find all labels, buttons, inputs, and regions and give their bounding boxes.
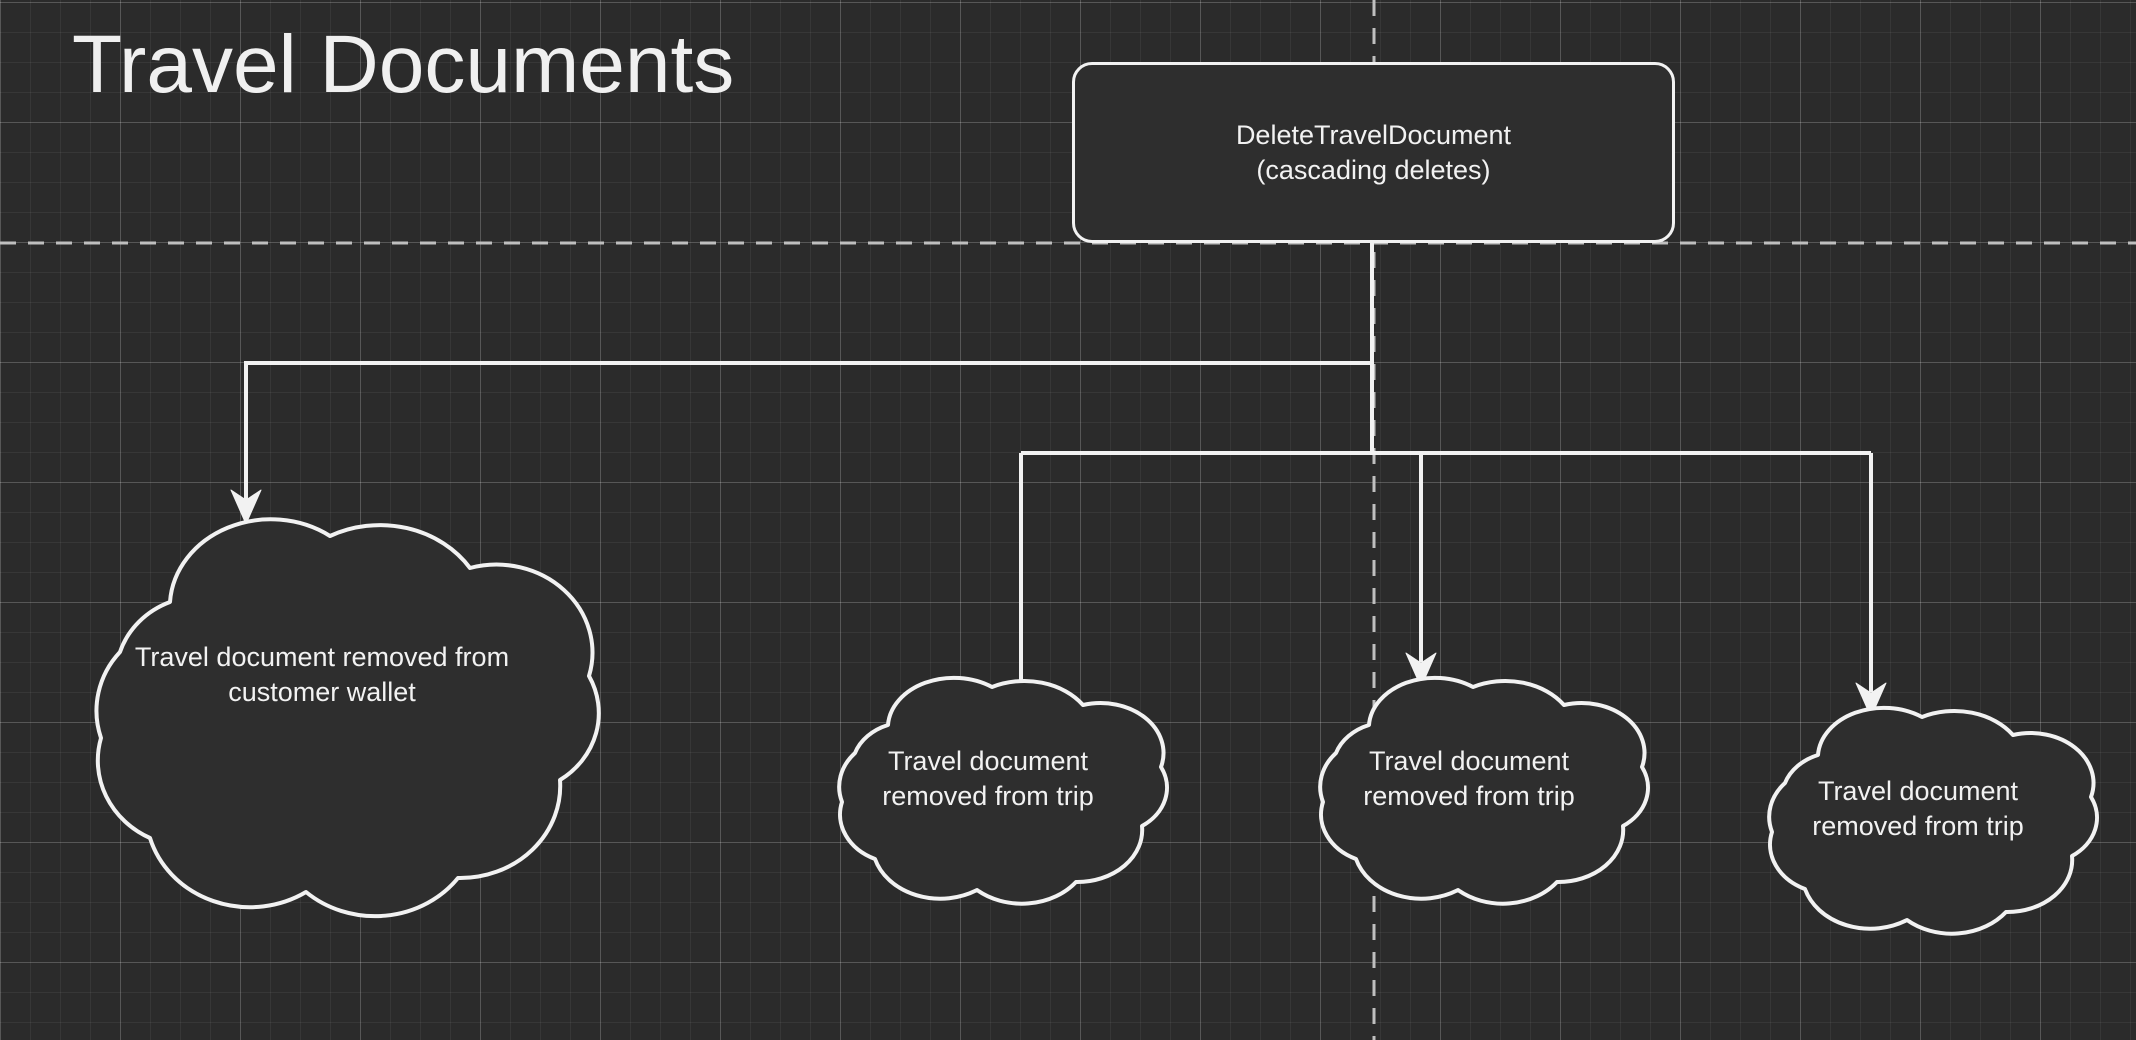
page-title: Travel Documents	[72, 19, 735, 110]
cloud-shape-layer	[94, 517, 2099, 936]
cloud-shape-trip-3[interactable]	[1767, 705, 2099, 936]
connector-layer	[244, 243, 1873, 700]
connector-root-to-customer-wallet[interactable]	[244, 361, 1372, 500]
node-delete-travel-document-label: DeleteTravelDocument (cascading deletes)	[1235, 119, 1512, 185]
cloud-shape-customer-wallet[interactable]	[94, 517, 601, 919]
cloud-shape-trip-1[interactable]	[837, 675, 1169, 906]
node-delete-travel-document[interactable]: DeleteTravelDocument (cascading deletes)	[1072, 62, 1675, 243]
cloud-shape-trip-2[interactable]	[1318, 675, 1650, 906]
